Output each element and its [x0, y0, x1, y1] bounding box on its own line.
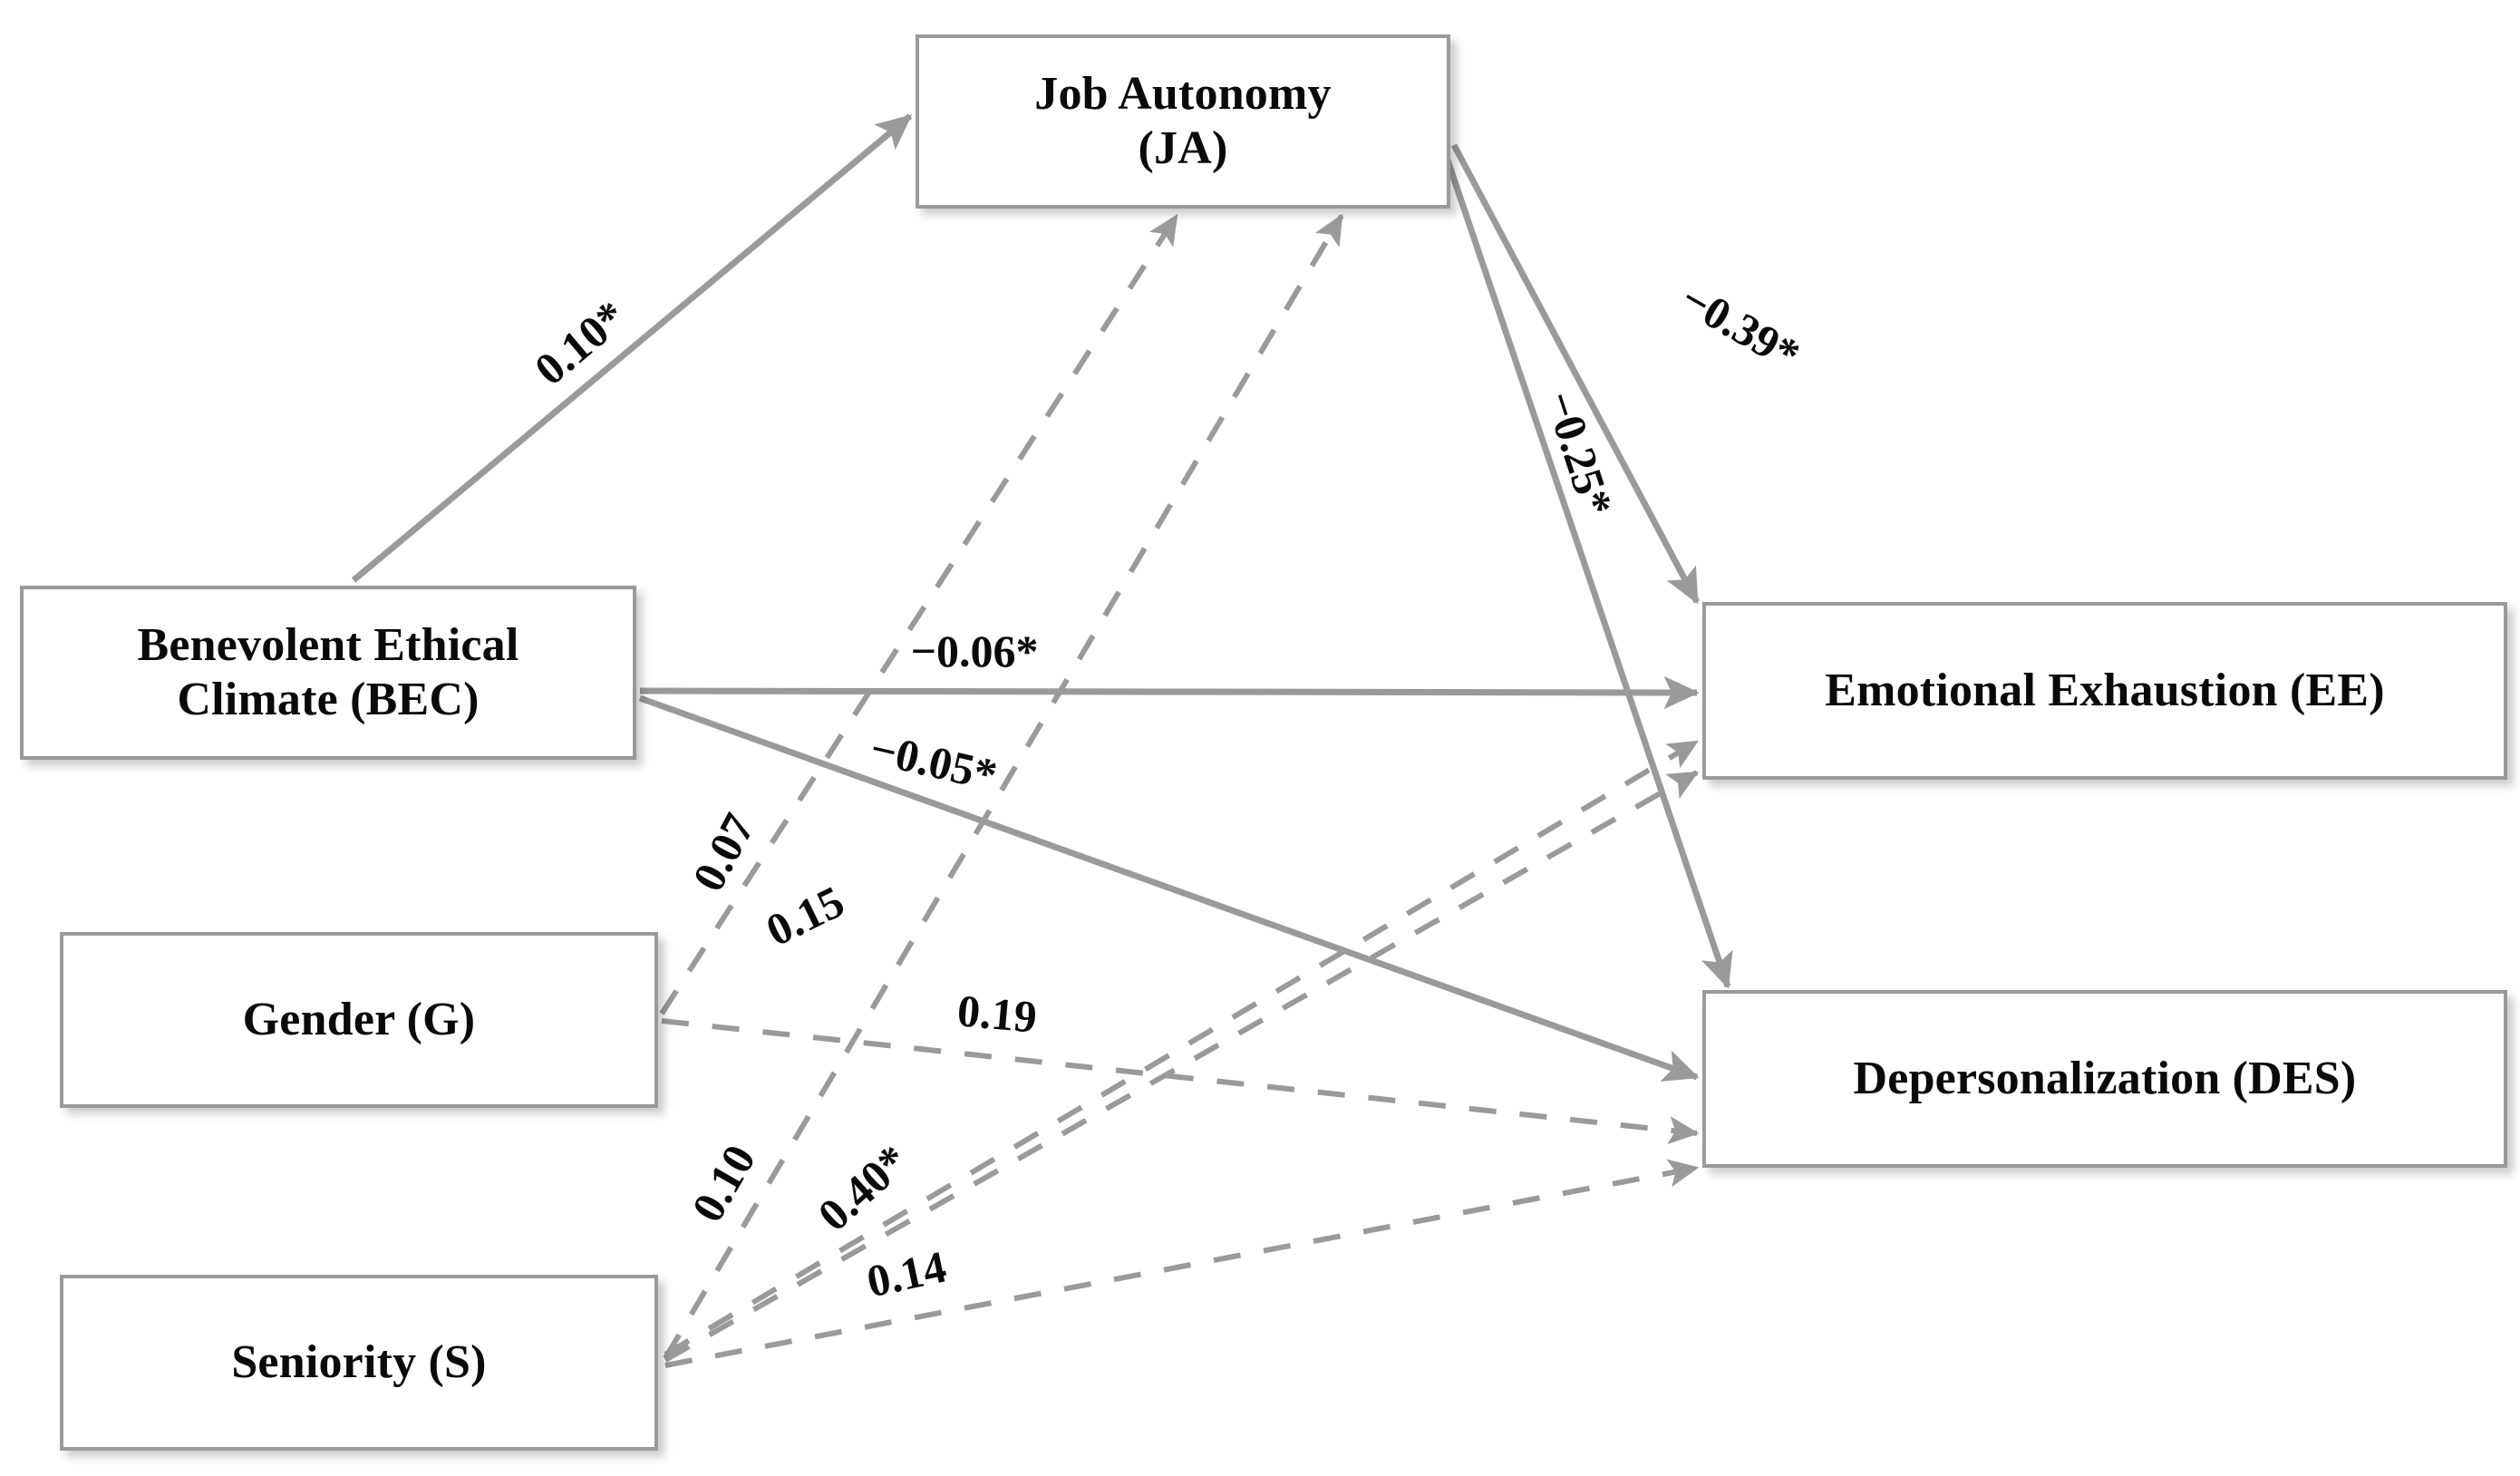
node-box-ja[interactable]: Job Autonomy (JA)	[916, 34, 1450, 209]
edge-label-g-des: 0.19	[955, 985, 1040, 1043]
edge-s-ja	[663, 213, 1344, 1360]
node-label-s: Seniority (S)	[231, 1336, 487, 1389]
node-label-g: Gender (G)	[242, 994, 476, 1046]
edge-ja-des	[1441, 151, 1733, 989]
edge-s-ee2	[664, 770, 1700, 1363]
edges-group	[351, 113, 1733, 1368]
edge-s-ee1	[664, 739, 1700, 1357]
node-label-bec: Benevolent Ethical Climate (BEC)	[137, 619, 519, 725]
edge-bec-ee	[639, 675, 1700, 710]
node-label-des: Depersonalization (DES)	[1853, 1053, 2357, 1105]
node-box-des[interactable]: Depersonalization (DES)	[1702, 990, 2507, 1168]
node-box-ee[interactable]: Emotional Exhaustion (EE)	[1702, 602, 2507, 780]
node-box-bec[interactable]: Benevolent Ethical Climate (BEC)	[20, 586, 636, 760]
edge-bec-ja	[351, 113, 913, 583]
edge-g-ja	[659, 213, 1179, 1015]
edge-label-bec-ee: −0.06*	[910, 626, 1039, 676]
edge-g-des	[661, 1018, 1700, 1145]
node-box-s[interactable]: Seniority (S)	[60, 1275, 658, 1451]
node-label-ja: Job Autonomy (JA)	[1034, 68, 1332, 174]
node-label-ee: Emotional Exhaustion (EE)	[1825, 665, 2385, 717]
edge-s-des	[664, 1159, 1700, 1368]
edge-bec-des	[638, 694, 1700, 1082]
edge-ja-ee	[1450, 143, 1701, 605]
node-box-g[interactable]: Gender (G)	[60, 932, 658, 1108]
